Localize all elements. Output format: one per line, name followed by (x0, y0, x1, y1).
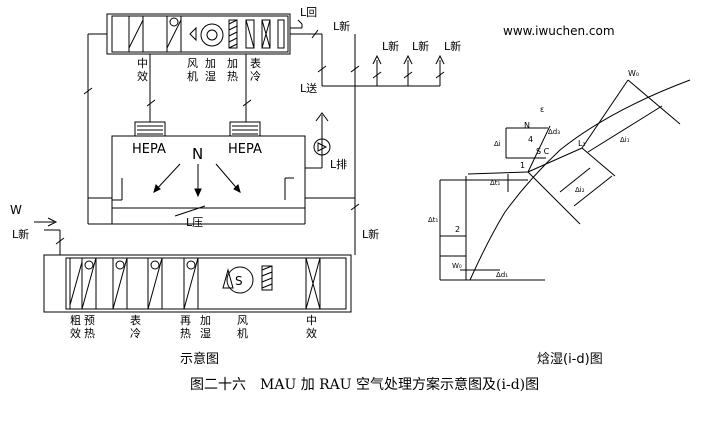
id-label-wd: W₀ (452, 262, 462, 270)
bottom-label-re1: 热 (84, 327, 95, 340)
id-label-dd3: Δd₃ (548, 128, 560, 136)
bottom-label-leng: 冷 (130, 327, 141, 340)
room-n-label: N (192, 145, 203, 163)
id-label-di-left: Δi (494, 140, 501, 148)
inlet-l-xin-label: L新 (12, 227, 29, 241)
bottom-label-feng: 风 (237, 314, 248, 327)
outlet-label-2: L新 (412, 39, 429, 53)
bottom-label-xiao1: 效 (70, 326, 81, 340)
supply-branches (146, 54, 252, 122)
label-l-xin-right: L新 (362, 227, 379, 241)
top-label-zhong: 中 (137, 57, 148, 70)
bottom-label-xiao2: 效 (306, 326, 317, 340)
inlet-w-label: W (10, 203, 22, 217)
bottom-label-cu: 粗 (70, 314, 81, 327)
top-label-jia2: 加 (227, 57, 238, 70)
id-chart (439, 79, 691, 281)
id-label-sc: S C (536, 147, 550, 156)
outlet-ducts (355, 54, 445, 87)
bottom-label-yu: 预 (84, 314, 95, 327)
id-label-dt1: Δt₁ (490, 179, 501, 187)
id-label-dt-top: Δt₁ (428, 216, 439, 224)
site-url: www.iwuchen.com (503, 24, 615, 38)
bottom-label-zai: 再 (180, 314, 191, 327)
hepa-left-label: HEPA (132, 142, 166, 157)
bottom-label-zhong: 中 (306, 314, 317, 327)
label-l-song: L送 (300, 81, 317, 95)
label-l-ya: L压 (186, 216, 203, 229)
bottom-label-biao: 表 (130, 313, 141, 327)
top-label-shi: 湿 (205, 70, 216, 83)
top-label-leng: 冷 (250, 70, 261, 83)
id-label-1: 1 (520, 161, 525, 170)
top-label-re: 热 (227, 70, 238, 83)
outlet-label-3: L新 (444, 39, 461, 53)
exhaust-fan (305, 112, 331, 169)
bottom-label-re2: 热 (180, 327, 191, 340)
figure-caption: 图二十六 MAU 加 RAU 空气处理方案示意图及(i-d)图 (190, 377, 540, 393)
bottom-label-shi: 湿 (200, 327, 211, 340)
top-duct-network (83, 19, 360, 200)
id-label-2: 2 (455, 225, 460, 234)
label-l-xin-top: L新 (333, 19, 350, 33)
id-label-n: N (524, 121, 530, 130)
id-label-di1: Δi₁ (620, 136, 630, 144)
id-label-4: 4 (528, 135, 533, 144)
hepa-units (134, 121, 261, 137)
top-label-jia1: 加 (205, 57, 216, 70)
label-l-pai: L排 (330, 157, 347, 171)
top-label-feng: 风 (187, 57, 198, 70)
id-label-w0: W₀ (628, 69, 639, 78)
id-label-l1: L₁ (578, 139, 586, 148)
id-label-di2: Δi₂ (575, 186, 585, 194)
top-air-handling-unit (106, 13, 291, 55)
id-label-epsilon: ε (540, 105, 544, 114)
id-chart-caption: 焓湿(i-d)图 (537, 352, 603, 367)
bottom-label-ji: 机 (237, 326, 248, 340)
fan-symbol: S (235, 274, 243, 288)
schematic-caption: 示意图 (180, 352, 220, 367)
top-label-xiao: 效 (137, 69, 148, 83)
hepa-right-label: HEPA (228, 142, 262, 157)
cleanroom-box (87, 135, 306, 225)
top-label-ji: 机 (187, 69, 198, 83)
label-l-hui: L回 (300, 6, 317, 19)
id-label-dd-left: Δd₁ (496, 271, 508, 279)
bottom-make-up-air-unit (34, 200, 360, 313)
bottom-label-jia: 加 (200, 314, 211, 327)
top-label-biao: 表 (250, 56, 261, 70)
outlet-label-1: L新 (382, 39, 399, 53)
